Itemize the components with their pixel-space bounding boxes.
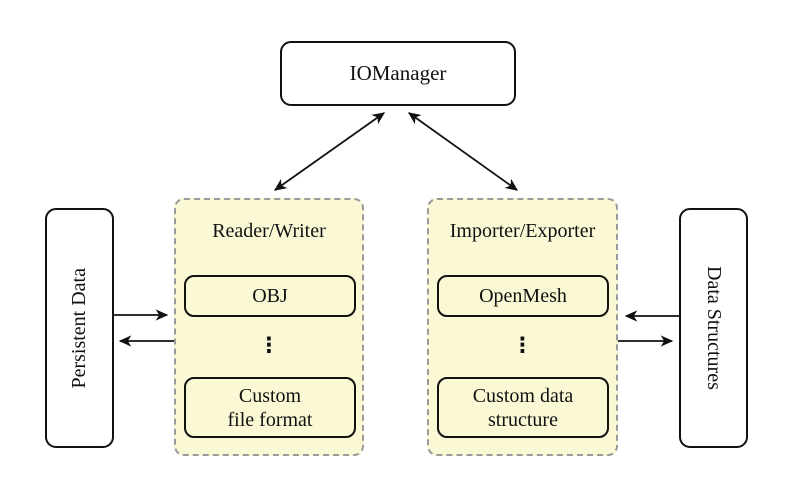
vertical-ellipsis-icon: ⋮ — [258, 333, 280, 357]
io-manager-label: IOManager — [349, 61, 447, 85]
arrow-iomanager-importerexporter — [407, 112, 519, 191]
container-importer-exporter: Importer/Exporter OpenMesh ⋮ Custom data… — [427, 198, 618, 456]
vertical-ellipsis-icon: ⋮ — [512, 333, 533, 357]
persistent-data-label: Persistent Data — [68, 267, 90, 389]
node-io-manager: IOManager — [280, 41, 516, 106]
arrow-iomanager-readerwriter — [273, 112, 386, 191]
node-obj: OBJ — [184, 275, 356, 317]
node-persistent-data: Persistent Data — [45, 208, 114, 448]
node-openmesh: OpenMesh — [437, 275, 609, 317]
openmesh-label: OpenMesh — [479, 285, 567, 307]
custom-file-format-label: Custom file format — [227, 384, 313, 431]
node-custom-file-format: Custom file format — [184, 377, 356, 438]
container-reader-writer: Reader/Writer OBJ ⋮ Custom file format — [174, 198, 364, 456]
obj-label: OBJ — [252, 285, 288, 307]
node-data-structures: Data Structures — [679, 208, 748, 448]
data-structures-label: Data Structures — [703, 266, 725, 390]
reader-writer-title: Reader/Writer — [212, 220, 326, 242]
custom-data-structure-label: Custom data structure — [472, 384, 574, 431]
importer-exporter-title: Importer/Exporter — [449, 220, 596, 242]
node-custom-data-structure: Custom data structure — [437, 377, 609, 438]
